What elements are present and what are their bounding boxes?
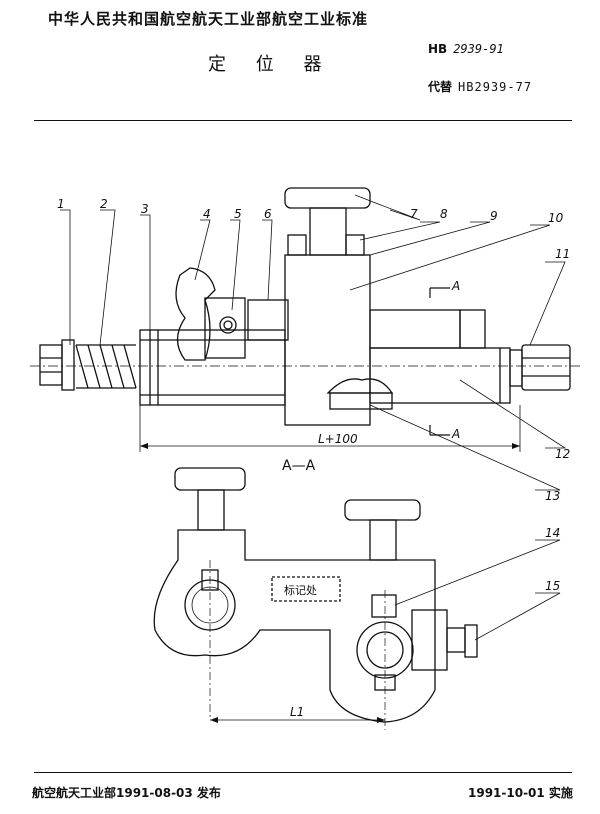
part-number-3: 3: [141, 202, 149, 216]
right-washer: [509, 349, 523, 387]
org-standard-title: 中华人民共和国航空航天工业部航空工业标准: [48, 10, 369, 28]
lever-knob: [175, 267, 216, 361]
part-number-10: 10: [548, 211, 564, 225]
center-block: [284, 254, 371, 426]
mark-box: [271, 576, 341, 602]
locating-pad: [326, 378, 394, 394]
issue-info: 航空航天工业部1991-08-03 发布: [32, 786, 221, 800]
plunger-rod: [247, 299, 289, 341]
part-number-15: 15: [545, 579, 560, 593]
side-clamp: [411, 609, 448, 671]
standard-label: HB: [428, 42, 448, 56]
section-knob-right: [344, 499, 421, 521]
section-marker-top: A: [451, 279, 460, 293]
set-screw: [219, 316, 237, 334]
part-number-4: 4: [203, 207, 211, 221]
part-number-14: 14: [545, 526, 560, 540]
part-number-13: 13: [545, 489, 560, 503]
part-number-9: 9: [490, 209, 498, 223]
part-number-11: 11: [555, 247, 570, 261]
replaces-label: 代替: [428, 80, 453, 94]
top-screw-right: [345, 234, 365, 256]
footer-rule: [34, 772, 572, 773]
section-marker-bottom: A: [451, 427, 460, 441]
replaces-standard: 代替 HB2939-77: [428, 78, 532, 95]
part-number-7: 7: [410, 207, 418, 221]
left-washer: [61, 339, 75, 391]
right-tube: [369, 347, 511, 404]
dimension-l1: L1: [290, 705, 304, 719]
left-nut: [39, 344, 63, 386]
standard-number: HB 2939-91: [428, 42, 504, 56]
assembly-front-view: [30, 187, 580, 491]
part-number-5: 5: [234, 207, 242, 221]
part-number-6: 6: [264, 207, 272, 221]
replaces-number-value: HB2939-77: [458, 80, 533, 94]
part-number-8: 8: [440, 207, 448, 221]
header-rule: [34, 120, 572, 121]
locator-body: [139, 329, 286, 406]
section-view: [153, 467, 561, 730]
part-number-1: 1: [57, 197, 65, 211]
part-number-2: 2: [100, 197, 108, 211]
spring: [75, 344, 137, 389]
top-screw-left: [287, 234, 307, 256]
part-number-12: 12: [555, 447, 570, 461]
document-title: 定 位 器: [208, 54, 334, 75]
section-title: A—A: [282, 458, 316, 474]
section-knob-left: [174, 467, 246, 491]
effective-info: 1991-10-01 实施: [468, 786, 573, 800]
top-knob: [284, 187, 371, 209]
knob-hub: [204, 297, 246, 359]
right-shaft: [369, 309, 461, 349]
top-knob-stem: [309, 207, 347, 256]
dimension-length: L+100: [318, 432, 358, 446]
section-body: [153, 529, 436, 723]
mark-label: 标记处: [284, 583, 317, 597]
standard-number-value: 2939-91: [453, 42, 504, 56]
right-nut: [521, 344, 571, 391]
